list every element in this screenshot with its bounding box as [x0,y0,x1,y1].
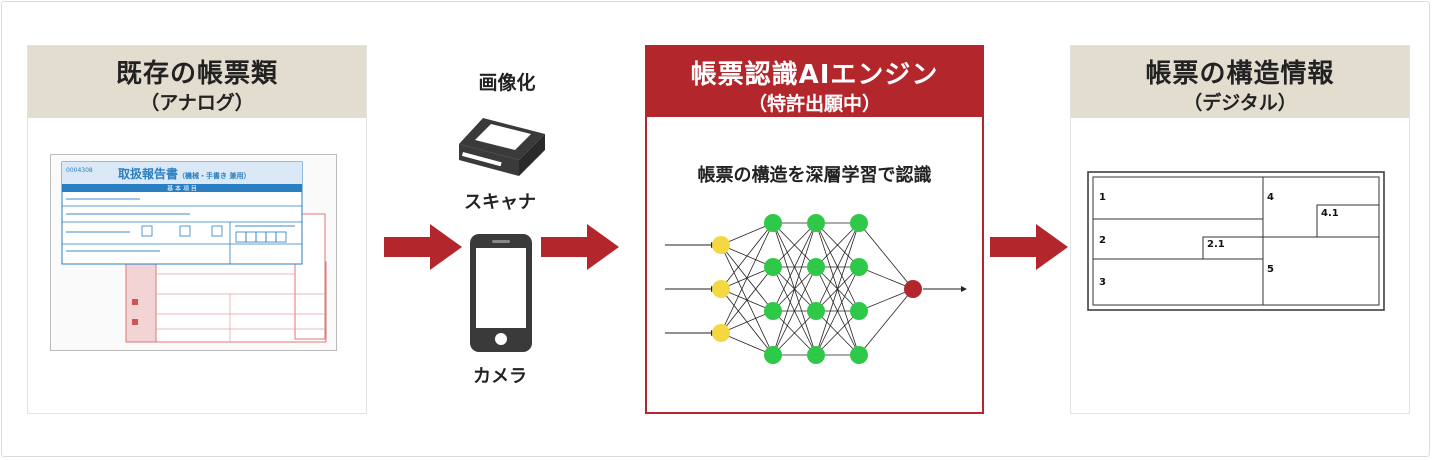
network-edge [815,222,860,312]
input-node [712,236,730,254]
hidden-node [764,258,782,276]
network-edge [772,222,817,268]
network-edge [815,266,860,356]
hidden-node [764,214,782,232]
form-number: 0004308 [66,167,93,174]
right-arrow-icon [384,224,462,270]
input-node [712,280,730,298]
hidden-node [764,302,782,320]
network-edge [720,332,774,356]
hidden-node [807,302,825,320]
engine-panel-subtitle: （特許出願中） [747,93,881,115]
network-edge [858,288,914,356]
hidden-node [850,258,868,276]
analog-panel-subtitle: （アナログ） [140,92,254,114]
network-edge [772,310,817,356]
right-arrow-icon [541,224,619,270]
digitize-label: 画像化 [478,72,536,94]
cell-label-2: 2 [1099,235,1106,246]
hidden-node [850,214,868,232]
arrowhead [961,286,967,292]
network-edge [815,310,860,356]
scanner-icon [459,118,545,176]
cell-label-5: 5 [1267,264,1274,275]
input-node [712,324,730,342]
hidden-node [807,214,825,232]
network-edge [858,266,914,290]
digital-panel-header: 帳票の構造情報 （デジタル） [1071,46,1409,118]
network-edge [815,222,860,268]
network-edge [720,222,774,290]
analog-panel-title: 既存の帳票類 [115,59,278,89]
output-node [904,280,922,298]
engine-panel-title: 帳票認識AIエンジン [690,60,939,90]
network-edge [720,222,774,246]
network-edge [858,288,914,312]
network-edge [772,266,817,356]
digital-structure-panel: 帳票の構造情報 （デジタル） 1 2 2.1 3 4 4.1 5 [1070,45,1410,414]
smartphone-icon [470,234,532,352]
hidden-node [850,346,868,364]
network-edge [815,222,860,356]
digital-panel-subtitle: （デジタル） [1183,92,1297,114]
cell-label-4-1: 4.1 [1321,208,1339,219]
network-edge [720,266,774,334]
camera-label: カメラ [473,366,527,387]
hidden-node [807,346,825,364]
hidden-node [807,258,825,276]
right-arrow-icon [990,224,1068,270]
digital-panel-title: 帳票の構造情報 [1145,59,1335,89]
cell-label-2-1: 2.1 [1207,239,1225,250]
form-header-bar: 基 本 項 目 [167,185,197,193]
neural-network-diagram [665,214,967,364]
analog-forms-panel: 既存の帳票類 （アナログ） 0004308 取扱報告書（機械・手書き 兼用） 基… [27,45,367,414]
form-title: 取扱報告書（機械・手書き 兼用） [118,166,250,181]
network-edge [772,222,817,312]
cell-label-1: 1 [1099,192,1106,203]
engine-panel-header: 帳票認識AIエンジン （特許出願中） [647,47,982,117]
cell-label-4: 4 [1267,192,1274,203]
form-structure-layout [1087,171,1385,311]
cell-label-3: 3 [1099,277,1106,288]
ai-engine-panel: 帳票認識AIエンジン （特許出願中） 帳票の構造を深層学習で認識 [645,45,984,414]
network-edge [858,222,914,290]
paper-form-image: 0004308 取扱報告書（機械・手書き 兼用） 基 本 項 目 [50,154,337,351]
network-edge [720,310,774,334]
analog-panel-header: 既存の帳票類 （アナログ） [28,46,366,118]
scanner-label: スキャナ [464,192,536,213]
hidden-node [764,346,782,364]
engine-caption: 帳票の構造を深層学習で認識 [697,165,932,186]
hidden-node [850,302,868,320]
network-edge [720,222,774,334]
network-edge [772,222,817,356]
